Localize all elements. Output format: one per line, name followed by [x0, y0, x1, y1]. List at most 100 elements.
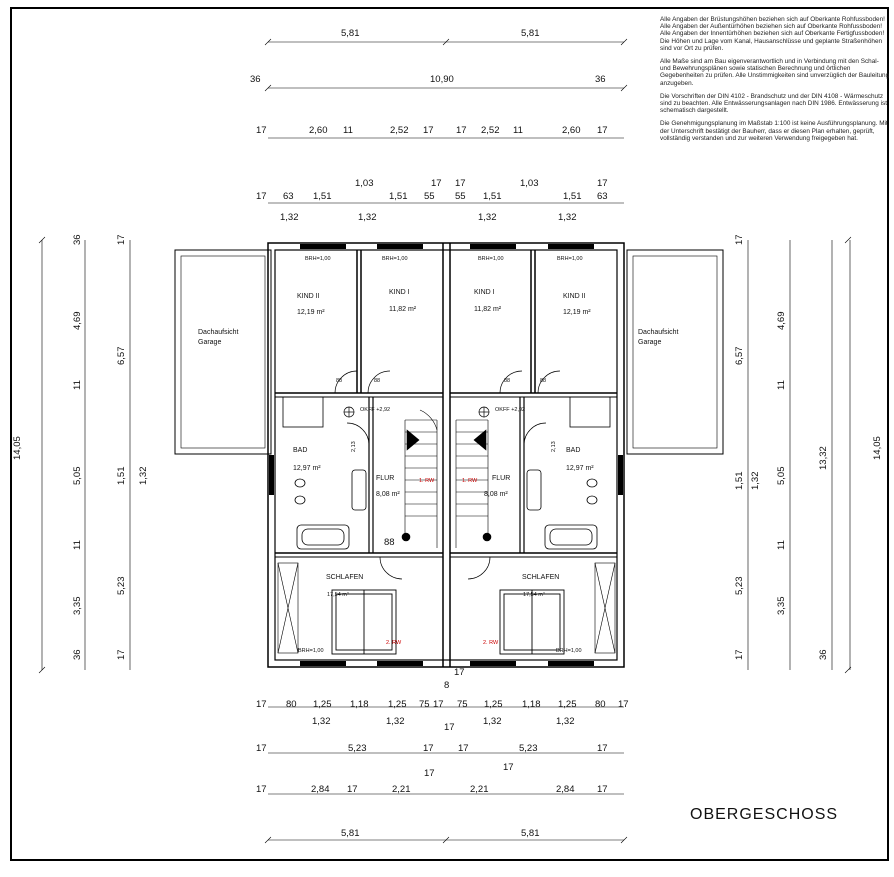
stair-left	[401, 409, 438, 548]
building-walls	[267, 242, 625, 668]
dim-bot3-7: 2,84	[556, 784, 575, 795]
kind2-left-name: KIND II	[297, 293, 320, 300]
dim-top3-3: 2,52	[390, 125, 409, 136]
flur-right-name: FLUR	[492, 475, 510, 482]
dim-top4-10: 1,03	[520, 178, 539, 189]
dim-top5-2: 1,32	[478, 212, 497, 223]
dim-right-mid-3: 11	[776, 540, 787, 550]
dim-bot4-1: 5,81	[521, 828, 540, 839]
dim-bot2-2: 17	[423, 743, 434, 754]
dim-top2-a: 36	[250, 74, 261, 85]
dim-top4-9: 1,51	[483, 191, 502, 202]
garage-left-label2: Garage	[198, 339, 221, 346]
dim-bot3-8: 17	[597, 784, 608, 795]
dimension-texts: 5,81 5,81 36 10,90 36 17 2,60 11 2,52 17…	[12, 28, 883, 839]
dim-door-5: 2,13	[551, 441, 557, 452]
kind1-left-area: 11,82 m²	[389, 306, 417, 313]
dim-top3-5: 17	[456, 125, 467, 136]
dim-bot1-4: 1,25	[388, 699, 407, 710]
dim-right-a-3: 5,23	[734, 577, 745, 596]
dim-top4-8: 55	[455, 191, 466, 202]
schlafen-left-brh: BRH=1,00	[298, 648, 324, 654]
bad-left-name: BAD	[293, 447, 307, 454]
dim-bot1b-2: 1,32	[483, 716, 502, 727]
dim-top4-5: 55	[424, 191, 435, 202]
rw-left: 1. RW	[419, 478, 435, 484]
dim-bot2-3: 17	[458, 743, 469, 754]
plan-title: OBERGESCHOSS	[690, 806, 839, 823]
dim-right-mid-5: 36	[818, 649, 829, 660]
kind2-left-area: 12,19 m²	[297, 309, 325, 316]
garage-right-label: Dachaufsicht	[638, 329, 679, 336]
dim-bot3-4: 17	[424, 768, 435, 779]
kind2-right-brh: BRH=1,00	[557, 256, 583, 262]
plan-notes: Alle Angaben der Brüstungshöhen beziehen…	[660, 16, 890, 148]
dim-right-mid-1: 11	[776, 380, 787, 390]
okff-left: OKFF +2,92	[360, 407, 390, 413]
dim-bot3-5: 2,21	[470, 784, 489, 795]
okff-right: OKFF +2,92	[495, 407, 525, 413]
dim-door-6: 88	[384, 537, 395, 548]
dim-top4-1: 63	[283, 191, 294, 202]
dim-right-a-2: 1,32	[750, 472, 761, 491]
room-labels: BRH=1,00 KIND II 12,19 m² BRH=1,00 KIND …	[293, 256, 594, 654]
dim-left-inner-5: 17	[116, 649, 127, 660]
kind1-left-brh: BRH=1,00	[382, 256, 408, 262]
dim-left-mid-top: 36	[72, 234, 83, 245]
dim-bot4-0: 5,81	[341, 828, 360, 839]
dim-door-2: 88	[504, 378, 510, 384]
dim-right-a-1: 1,51	[734, 472, 745, 491]
flur-left-name: FLUR	[376, 475, 394, 482]
dim-right-mid-4: 3,35	[776, 597, 787, 616]
dim-bot1-8: 1,25	[484, 699, 503, 710]
dim-door-0: 88	[336, 378, 342, 384]
dim-top4-2: 1,51	[313, 191, 332, 202]
dim-top3-7: 11	[513, 125, 523, 136]
dimension-lines	[38, 38, 852, 844]
schlafen-left-name: SCHLAFEN	[326, 574, 363, 581]
dim-bot1-2: 1,25	[313, 699, 332, 710]
flur-left-area: 8,08 m²	[376, 491, 400, 498]
dim-top4-12: 63	[597, 191, 608, 202]
dim-left-inner-4: 17	[116, 234, 127, 245]
dim-bot3-2: 17	[347, 784, 358, 795]
dim-top4-7: 17	[455, 178, 466, 189]
dim-left-mid-2: 5,05	[72, 467, 83, 486]
dim-center-0: 8	[444, 680, 449, 691]
dim-bot2-5: 17	[597, 743, 608, 754]
stair-right	[455, 419, 492, 548]
schlafen-right-area: 17,54 m²	[523, 592, 545, 598]
bad-left-area: 12,97 m²	[293, 465, 321, 472]
wardrobes	[277, 562, 616, 654]
dim-bot1b-3: 1,32	[556, 716, 575, 727]
dim-bot1-3: 1,18	[350, 699, 369, 710]
note-2: Alle Maße sind am Bau eigenverantwortlic…	[660, 58, 890, 87]
schlafen-right-brh: BRH=1,00	[556, 648, 582, 654]
dim-bot1-12: 17	[618, 699, 629, 710]
dim-top3-8: 2,60	[562, 125, 581, 136]
dim-door-1: 88	[374, 378, 380, 384]
dim-bot2-1: 5,23	[348, 743, 367, 754]
dim-left-mid-5: 36	[72, 649, 83, 660]
dim-bot1-7: 75	[457, 699, 468, 710]
dim-top4-13: 17	[597, 178, 608, 189]
dim-left-inner-3: 5,23	[116, 577, 127, 596]
dim-bot3-1: 2,84	[311, 784, 330, 795]
dim-bot1-5: 75	[419, 699, 430, 710]
kind2-right-area: 12,19 m²	[563, 309, 591, 316]
garage-left-label: Dachaufsicht	[198, 329, 239, 336]
dim-bot1-11: 80	[595, 699, 606, 710]
kind1-left-name: KIND I	[389, 289, 410, 296]
dim-top4-11: 1,51	[563, 191, 582, 202]
dim-left-inner-1: 1,51	[116, 467, 127, 486]
dim-top2-c: 36	[595, 74, 606, 85]
rw2-right: 2. RW	[483, 640, 499, 646]
dim-bot1-9: 1,18	[522, 699, 541, 710]
dim-bot1-0: 17	[256, 699, 267, 710]
dim-left-mid-0: 4,69	[72, 312, 83, 331]
dim-right-a-4: 17	[734, 234, 745, 245]
dim-left-mid-1: 11	[72, 380, 83, 390]
dim-door-4: 2,13	[351, 441, 357, 452]
